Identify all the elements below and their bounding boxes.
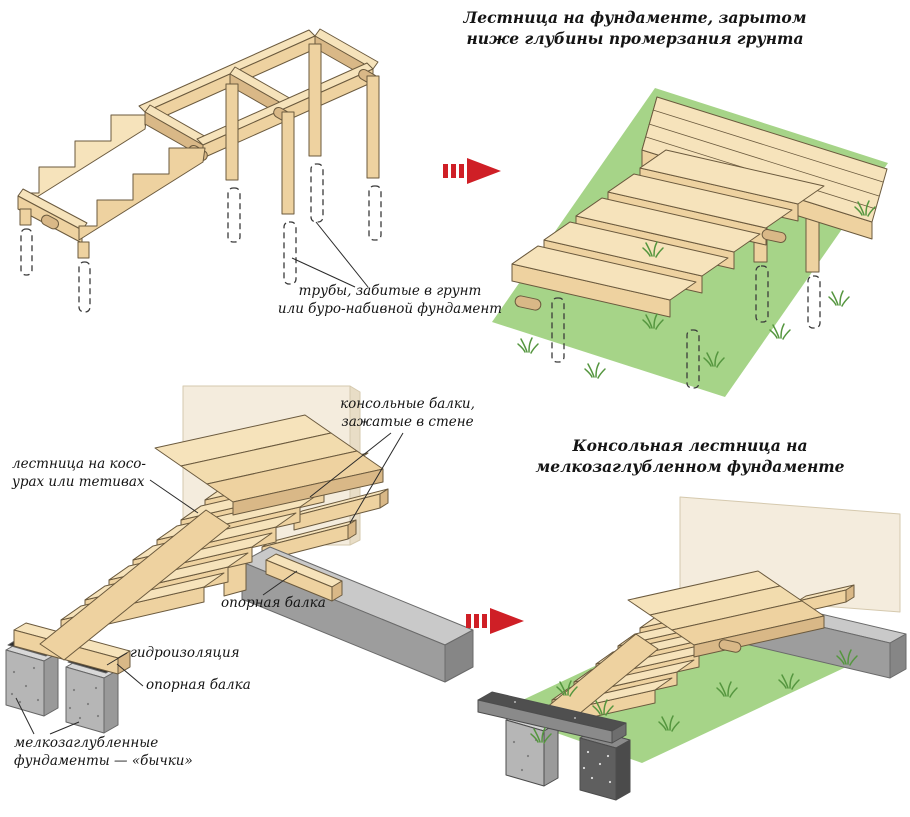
label-support-beam-bottom: опорная балка <box>146 677 251 693</box>
back-stringer <box>20 114 148 208</box>
label-stringers: лестница на косо- урах или тетивах <box>12 456 146 490</box>
console-block <box>40 214 60 230</box>
buried-foundation-stairs-figure <box>492 88 888 397</box>
cantilever-stairs-figure <box>477 496 907 801</box>
label-waterproofing: гидроизоляция <box>130 645 240 661</box>
buried-pipes-dashed <box>551 265 821 389</box>
figure-title-cantilever: Консольная лестница на мелкозаглубленном… <box>535 436 845 476</box>
front-stringer <box>78 147 206 241</box>
wood-post <box>308 43 322 157</box>
landing-planks <box>154 414 384 516</box>
label-pipes: трубы, забитые в грунт или буро-набивной… <box>277 283 503 317</box>
arrow-right-icon <box>466 608 524 634</box>
leader-lines <box>15 221 404 735</box>
arrow-right-icon <box>443 158 501 184</box>
pile-post <box>19 208 32 226</box>
console-block <box>718 639 742 653</box>
figure-title-buried-foundation: Лестница на фундаменте, зарытом ниже глу… <box>463 8 807 48</box>
pile-post <box>77 241 90 259</box>
label-shallow-foundations: мелкозаглубленные фундаменты — «бычки» <box>14 735 193 769</box>
console-block <box>514 295 542 311</box>
deck-top <box>641 96 888 223</box>
stringer-board <box>39 509 231 661</box>
wood-post <box>225 83 239 181</box>
wood-post <box>366 75 380 179</box>
wood-post <box>281 111 295 215</box>
wood-post <box>805 217 820 273</box>
steps <box>511 149 825 318</box>
label-cantilever-beams: консольные балки, зажатые в стене <box>340 396 475 430</box>
label-support-beam-wall: опорная балка <box>221 595 326 611</box>
stringer-stairs-figure <box>5 385 474 734</box>
pile-frame-figure <box>17 28 382 313</box>
buried-pipes-dashed <box>20 163 382 313</box>
foundation-blocks <box>477 691 631 801</box>
console-block <box>761 229 787 243</box>
